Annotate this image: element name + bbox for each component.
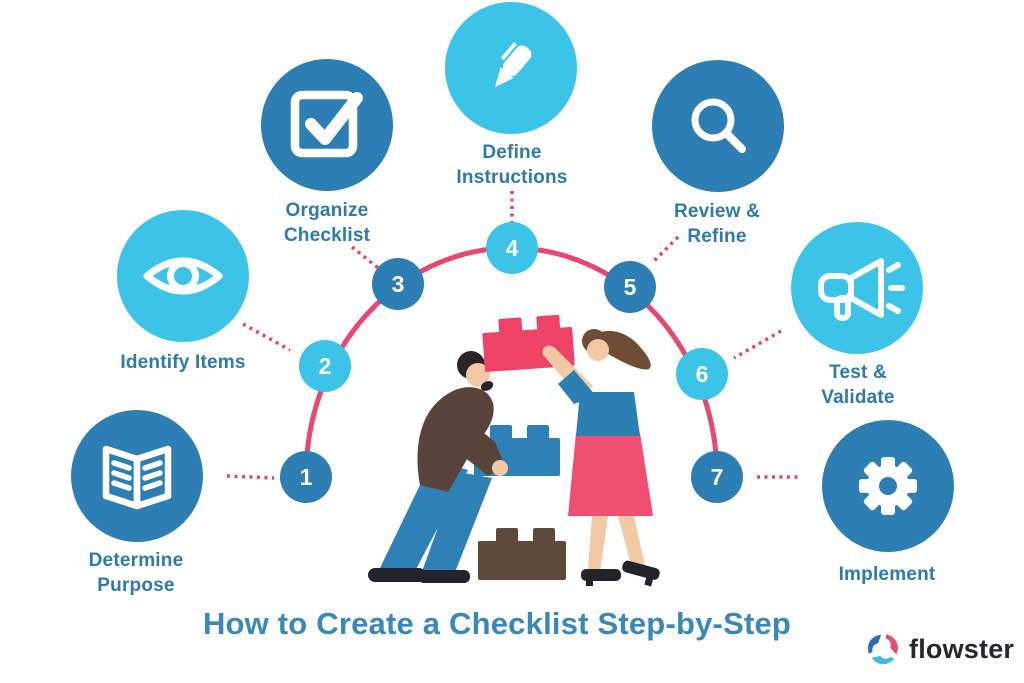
gear-icon (859, 457, 917, 515)
step-4-label: Define Instructions (456, 142, 568, 188)
step-6-label: Test & Validate (821, 362, 895, 408)
step-1-number-badge: 1 (280, 451, 332, 503)
flowster-logo-text: flowster (909, 633, 1015, 664)
step-4-number-badge: 4 (486, 222, 538, 274)
man-arm (448, 412, 508, 476)
step-3-label: Organize Checklist (283, 200, 371, 246)
megaphone-icon (818, 258, 905, 321)
step-5-icon-circle (652, 60, 784, 192)
step-1-label: Determine Purpose (88, 550, 184, 596)
step-7-icon-circle (822, 420, 954, 552)
page-title: How to Create a Checklist Step-by-Step (202, 606, 792, 641)
step-5-number-badge: 5 (604, 261, 656, 313)
step-5-label: Review & Refine (673, 201, 761, 247)
flowster-logo-icon (868, 634, 898, 665)
checkbox-icon (290, 90, 363, 158)
eye-icon (143, 257, 223, 295)
man-figure (368, 351, 494, 583)
pen-icon (494, 42, 532, 88)
step-4-icon-circle (445, 2, 577, 134)
step-2-icon-circle (117, 210, 249, 342)
woman-arm (542, 345, 596, 404)
step-6-icon-circle (791, 222, 923, 354)
step-3-icon-circle (261, 59, 393, 191)
step-7-number-badge: 7 (691, 451, 743, 503)
step-1-icon-circle (71, 410, 203, 542)
woman-figure (568, 329, 660, 587)
brown-block (478, 528, 566, 580)
step-7-label: Implement (838, 564, 936, 585)
flowster-logo: flowster (864, 628, 1014, 670)
step-2-label: Identify Items (120, 352, 246, 373)
step-2-number-badge: 2 (299, 340, 351, 392)
book-icon (102, 445, 172, 510)
step-3-number-badge: 3 (372, 258, 424, 310)
step-6-number-badge: 6 (676, 348, 728, 400)
search-icon (691, 98, 746, 153)
